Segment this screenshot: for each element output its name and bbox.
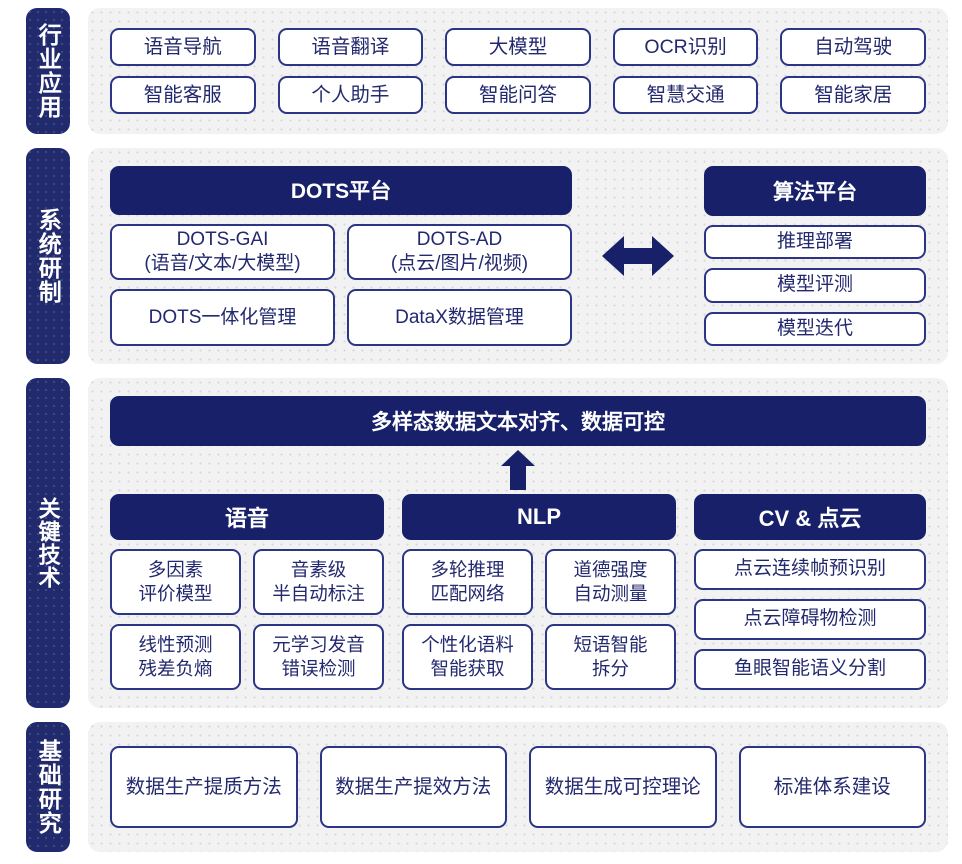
algo-card-model-evaluation[interactable]: 模型评测 — [704, 268, 926, 303]
algorithm-platform-group: 算法平台 推理部署 模型评测 模型迭代 — [704, 166, 926, 346]
key-tech-column-speech: 语音 多因素 评价模型 音素级 半自动标注 线性预测 残差负熵 元学习发音 错误… — [110, 494, 384, 690]
cv-card-pointcloud-obstacle-detection[interactable]: 点云障碍物检测 — [694, 599, 926, 640]
basic-research-grid: 数据生产提质方法 数据生产提效方法 数据生成可控理论 标准体系建设 — [110, 746, 926, 828]
key-technology-banner: 多样态数据文本对齐、数据可控 — [110, 396, 926, 446]
app-card-large-model[interactable]: 大模型 — [445, 28, 591, 66]
key-technology-connector — [110, 446, 926, 494]
app-card-autonomous-driving[interactable]: 自动驾驶 — [780, 28, 926, 66]
key-tech-title-speech: 语音 — [110, 494, 384, 540]
dots-card-gai[interactable]: DOTS-GAI (语音/文本/大模型) — [110, 223, 335, 281]
section-basic-research: 基础研究 数据生产提质方法 数据生产提效方法 数据生成可控理论 标准体系建设 — [26, 722, 948, 852]
section-industry-applications: 行业应用 语音导航 语音翻译 大模型 OCR识别 自动驾驶 智能客服 个人助手 … — [26, 8, 948, 134]
dots-card-ad[interactable]: DOTS-AD (点云/图片/视频) — [347, 223, 572, 281]
panel-system-development: DOTS平台 DOTS-GAI (语音/文本/大模型) DOTS-AD (点云/… — [88, 148, 948, 364]
app-card-smart-qa[interactable]: 智能问答 — [445, 76, 591, 114]
section-label-key-technology: 关键技术 — [26, 378, 70, 708]
cv-card-pointcloud-frame-prediction[interactable]: 点云连续帧预识别 — [694, 549, 926, 590]
speech-card-linear-prediction[interactable]: 线性预测 残差负熵 — [110, 624, 241, 690]
speech-card-phoneme-annotation[interactable]: 音素级 半自动标注 — [253, 549, 384, 615]
key-technology-columns: 语音 多因素 评价模型 音素级 半自动标注 线性预测 残差负熵 元学习发音 错误… — [110, 494, 926, 690]
key-technology-content: 多样态数据文本对齐、数据可控 语音 多因素 评价模型 音素级 半自动标注 线性预… — [110, 396, 926, 690]
platform-connector — [572, 166, 704, 346]
panel-key-technology: 多样态数据文本对齐、数据可控 语音 多因素 评价模型 音素级 半自动标注 线性预… — [88, 378, 948, 708]
dots-platform-title: DOTS平台 — [110, 166, 572, 215]
panel-industry-applications: 语音导航 语音翻译 大模型 OCR识别 自动驾驶 智能客服 个人助手 智能问答 … — [88, 8, 948, 134]
dots-platform-group: DOTS平台 DOTS-GAI (语音/文本/大模型) DOTS-AD (点云/… — [110, 166, 572, 346]
basic-card-standard-system[interactable]: 标准体系建设 — [738, 746, 926, 828]
nlp-card-phrase-splitting[interactable]: 短语智能 拆分 — [545, 624, 676, 690]
section-system-development: 系统研制 DOTS平台 DOTS-GAI (语音/文本/大模型) DOTS-AD… — [26, 148, 948, 364]
dots-platform-card-grid: DOTS-GAI (语音/文本/大模型) DOTS-AD (点云/图片/视频) … — [110, 223, 572, 346]
key-tech-cards-cv-pointcloud: 点云连续帧预识别 点云障碍物检测 鱼眼智能语义分割 — [694, 549, 926, 690]
section-key-technology: 关键技术 多样态数据文本对齐、数据可控 语音 多因素 评价模型 音素级 半自动标… — [26, 378, 948, 708]
nlp-card-multiturn-reasoning[interactable]: 多轮推理 匹配网络 — [402, 549, 533, 615]
app-card-smart-home[interactable]: 智能家居 — [780, 76, 926, 114]
app-card-smart-transport[interactable]: 智慧交通 — [612, 76, 759, 114]
system-development-content: DOTS平台 DOTS-GAI (语音/文本/大模型) DOTS-AD (点云/… — [110, 166, 926, 346]
app-card-voice-navigation[interactable]: 语音导航 — [110, 28, 256, 66]
app-card-smart-customer-service[interactable]: 智能客服 — [110, 76, 256, 114]
app-card-voice-translation[interactable]: 语音翻译 — [277, 28, 424, 66]
panel-basic-research: 数据生产提质方法 数据生产提效方法 数据生成可控理论 标准体系建设 — [88, 722, 948, 852]
key-tech-title-cv-pointcloud: CV & 点云 — [694, 494, 926, 540]
algorithm-platform-title: 算法平台 — [704, 166, 926, 216]
key-tech-column-nlp: NLP 多轮推理 匹配网络 道德强度 自动测量 个性化语料 智能获取 短语智能 … — [402, 494, 676, 690]
key-tech-cards-nlp: 多轮推理 匹配网络 道德强度 自动测量 个性化语料 智能获取 短语智能 拆分 — [402, 549, 676, 690]
double-arrow-horizontal-icon — [602, 236, 674, 276]
app-card-ocr[interactable]: OCR识别 — [612, 28, 759, 66]
key-tech-column-cv-pointcloud: CV & 点云 点云连续帧预识别 点云障碍物检测 鱼眼智能语义分割 — [694, 494, 926, 690]
basic-card-data-quality-method[interactable]: 数据生产提质方法 — [110, 746, 298, 828]
basic-card-controllable-generation-theory[interactable]: 数据生成可控理论 — [529, 746, 717, 828]
dots-card-datax[interactable]: DataX数据管理 — [347, 289, 572, 346]
cv-card-fisheye-semantic-segmentation[interactable]: 鱼眼智能语义分割 — [694, 649, 926, 690]
dots-card-integrated-mgmt[interactable]: DOTS一体化管理 — [110, 289, 335, 346]
nlp-card-moral-intensity[interactable]: 道德强度 自动测量 — [545, 549, 676, 615]
algo-card-inference-deployment[interactable]: 推理部署 — [704, 225, 926, 260]
speech-card-multifactor-eval[interactable]: 多因素 评价模型 — [110, 549, 241, 615]
section-label-system-development: 系统研制 — [26, 148, 70, 364]
key-tech-cards-speech: 多因素 评价模型 音素级 半自动标注 线性预测 残差负熵 元学习发音 错误检测 — [110, 549, 384, 690]
section-label-basic-research: 基础研究 — [26, 722, 70, 852]
speech-card-meta-learning[interactable]: 元学习发音 错误检测 — [253, 624, 384, 690]
nlp-card-personalized-corpus[interactable]: 个性化语料 智能获取 — [402, 624, 533, 690]
arrow-up-icon — [501, 450, 535, 490]
basic-card-data-efficiency-method[interactable]: 数据生产提效方法 — [319, 746, 507, 828]
section-label-industry-applications: 行业应用 — [26, 8, 70, 134]
industry-applications-grid: 语音导航 语音翻译 大模型 OCR识别 自动驾驶 智能客服 个人助手 智能问答 … — [110, 28, 926, 114]
key-tech-title-nlp: NLP — [402, 494, 676, 540]
algo-card-model-iteration[interactable]: 模型迭代 — [704, 311, 926, 346]
app-card-personal-assistant[interactable]: 个人助手 — [277, 76, 424, 114]
